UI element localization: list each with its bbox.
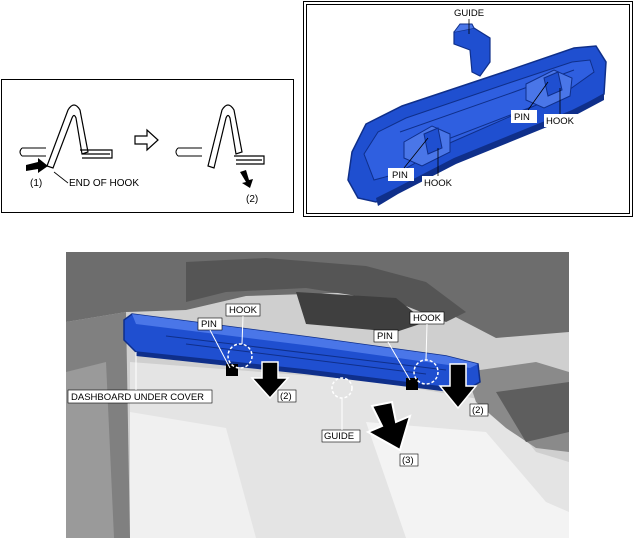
down-arrow-icon (240, 170, 253, 188)
hook-detail-drawing: (1) END OF HOOK (2) (19, 104, 265, 205)
part-view-drawing: GUIDE PIN HOOK PIN HOOK (347, 8, 607, 206)
label-box (277, 389, 297, 403)
label-box (321, 429, 361, 443)
step2-label-right: (2) (472, 405, 484, 416)
down-arrow-icon (438, 363, 478, 410)
hook-released (207, 104, 265, 169)
step1-label: (1) (30, 178, 42, 189)
label-backdrop (511, 110, 537, 123)
hook-detail-panel: (1) END OF HOOK (2) (1, 79, 294, 213)
guide-label: GUIDE (454, 8, 484, 19)
hook-label-right: HOOK (413, 313, 442, 324)
pin-label-left: PIN (201, 319, 217, 330)
leader-line (527, 81, 549, 111)
leader-line (387, 341, 411, 381)
vehicle-view-drawing: HOOK PIN PIN HOOK DASHBOARD UNDER COVER … (66, 252, 569, 538)
vehicle-view-panel: HOOK PIN PIN HOOK DASHBOARD UNDER COVER … (66, 252, 569, 538)
label-box (67, 389, 213, 404)
push-arrow-icon (26, 158, 48, 173)
pull-arrow-icon (365, 400, 412, 452)
part-view-frame (306, 4, 630, 214)
hook-circle-left (227, 343, 253, 369)
leader-line (403, 137, 429, 169)
pin-label-left: PIN (392, 170, 408, 181)
leader-line (209, 329, 231, 369)
dashboard-background (66, 252, 569, 538)
leader-line (241, 315, 244, 345)
label-box (373, 329, 399, 343)
guide-label: GUIDE (324, 431, 354, 442)
leader-line (425, 323, 428, 361)
hook-label-left: HOOK (229, 305, 258, 316)
step2-label: (2) (246, 194, 258, 205)
end-of-hook-label: END OF HOOK (69, 178, 139, 189)
pin-label-right: PIN (514, 112, 530, 123)
label-box (399, 453, 419, 467)
label-backdrop (388, 168, 414, 181)
label-backdrop (422, 176, 456, 189)
part-view-panel: GUIDE PIN HOOK PIN HOOK (303, 1, 633, 217)
down-arrow-icon (250, 361, 290, 400)
step3-label: (3) (402, 455, 414, 466)
panel-edge-left (19, 147, 46, 157)
step2-label-left: (2) (280, 391, 292, 402)
pin-label-right: PIN (377, 331, 393, 342)
dashboard-under-cover-label: DASHBOARD UNDER COVER (71, 392, 204, 403)
hook-engaged (46, 104, 113, 169)
label-box (469, 403, 489, 417)
leader-line (53, 171, 69, 184)
panel-edge-right (175, 147, 202, 157)
hook-label-right: HOOK (546, 116, 575, 127)
hook-label-left: HOOK (424, 178, 453, 189)
label-backdrop (544, 114, 578, 127)
pin-marker-right (406, 378, 418, 390)
transition-arrow-icon (134, 128, 159, 152)
